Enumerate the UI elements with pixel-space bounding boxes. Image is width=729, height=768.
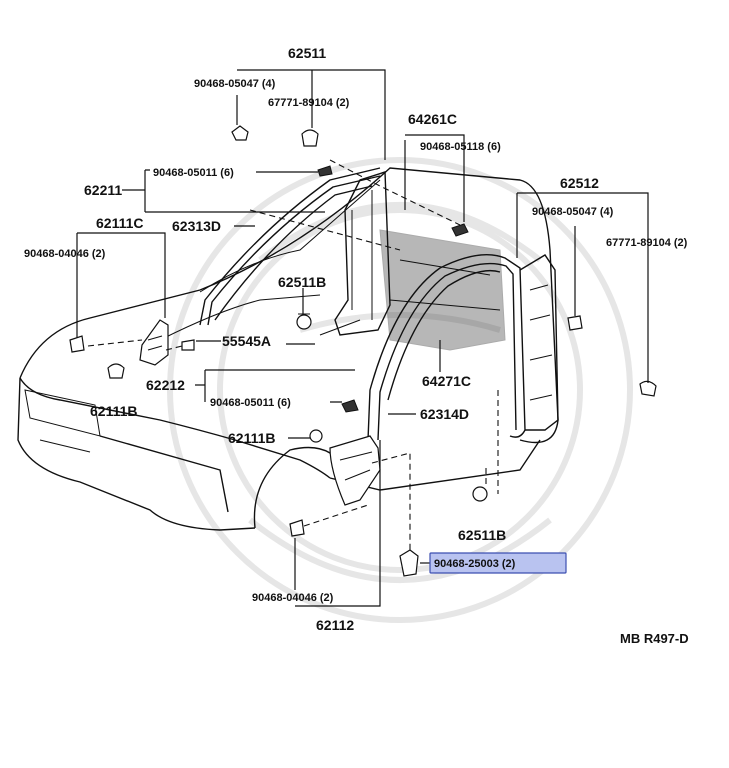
label-90468-05047-top: 90468-05047 (4) [194, 78, 276, 90]
label-90468-05118: 90468-05118 (6) [420, 141, 501, 153]
label-90468-04046-left: 90468-04046 (2) [24, 248, 106, 260]
clip-62511B-top [296, 313, 312, 330]
clip-62111B-left [107, 363, 125, 379]
clip-55545A [181, 339, 195, 351]
clip-62111B-mid [309, 429, 323, 443]
label-62512: 62512 [560, 175, 599, 191]
clip-90468-05011-top [317, 165, 333, 177]
clip-90468-04046-bottom [289, 519, 305, 537]
label-67771-89104-top: 67771-89104 (2) [268, 97, 350, 109]
label-62211: 62211 [84, 182, 122, 198]
label-90468-04046-bottom: 90468-04046 (2) [252, 592, 334, 604]
clip-90468-05047-top [231, 125, 249, 141]
rocker-panel [329, 435, 381, 506]
watermark [167, 157, 633, 623]
label-62511B-top: 62511B [278, 274, 326, 290]
front-pillar-bracket [139, 319, 169, 366]
clip-90468-05011-mid [341, 399, 359, 413]
label-64261C: 64261C [408, 111, 457, 127]
label-62111B-left: 62111B [90, 403, 138, 419]
label-62314D: 62314D [420, 406, 469, 422]
clip-62111C [69, 335, 85, 353]
clip-90468-05118 [451, 223, 469, 237]
leader-lines [76, 69, 649, 607]
clip-90468-05047-right [567, 315, 583, 331]
center-pillar [334, 171, 559, 431]
label-62111B-mid: 62111B [228, 430, 276, 446]
label-62212: 62212 [146, 377, 185, 393]
label-67771-89104-right: 67771-89104 (2) [606, 237, 688, 249]
clip-67771-89104-top [301, 129, 319, 147]
label-62112: 62112 [316, 617, 354, 633]
dashed-guides [87, 159, 499, 550]
reference-code: MB R497-D [620, 631, 689, 646]
clip-62511B-bottom [472, 486, 488, 502]
clip-90468-25003 [399, 549, 419, 577]
label-90468-05011-top: 90468-05011 (6) [153, 167, 234, 179]
label-90468-25003: 90468-25003 (2) [434, 558, 516, 570]
label-62511: 62511 [288, 45, 326, 61]
label-62313D: 62313D [172, 218, 221, 234]
label-64271C: 64271C [422, 373, 471, 389]
label-62111C: 62111C [96, 215, 144, 231]
label-90468-05011-mid: 90468-05011 (6) [210, 397, 291, 409]
label-55545A: 55545A [222, 333, 271, 349]
label-62511B-bottom: 62511B [458, 527, 506, 543]
highlight-box [429, 552, 567, 574]
clip-67771-89104-right [639, 380, 657, 397]
label-90468-05047-right: 90468-05047 (4) [532, 206, 614, 218]
weatherstrip-front [199, 167, 381, 326]
weatherstrip-rear [367, 253, 526, 441]
